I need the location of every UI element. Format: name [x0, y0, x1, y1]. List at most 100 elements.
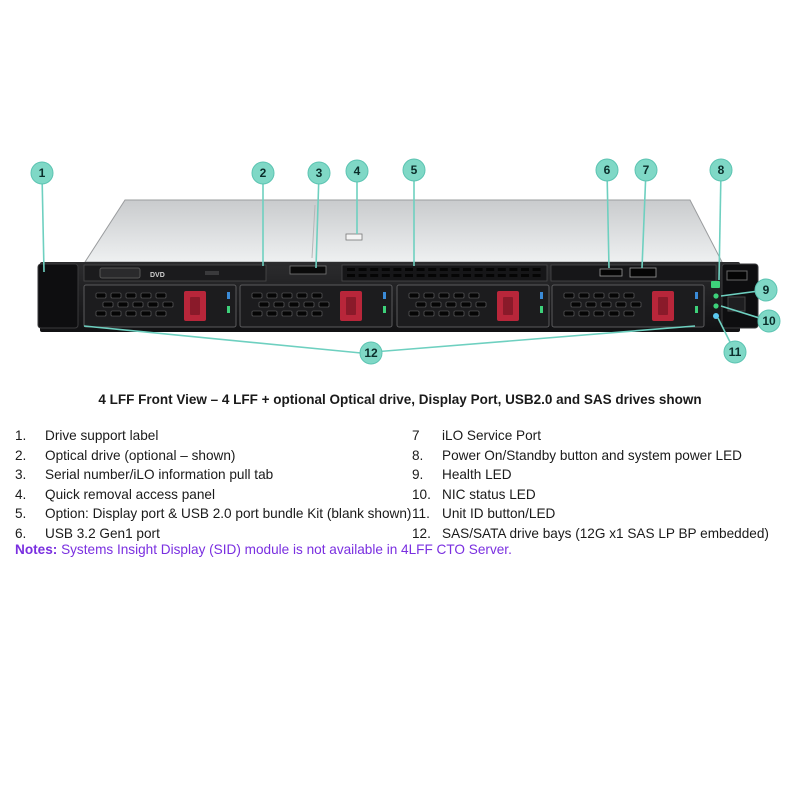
drive-status-led	[540, 306, 543, 313]
callout-3[interactable]: 3	[307, 161, 331, 185]
callout-badge-circle	[402, 158, 426, 182]
bay-vent-hole	[251, 310, 263, 317]
callout-6[interactable]: 6	[595, 158, 619, 182]
chassis-top-cover	[84, 199, 723, 263]
callout-leader-line	[641, 169, 647, 269]
ilo-service-port[interactable]	[629, 267, 657, 278]
vent-slot	[521, 274, 529, 277]
usb-port[interactable]	[599, 268, 623, 277]
bay-vent-hole	[132, 301, 144, 308]
bay-vent-hole	[578, 310, 590, 317]
callout-4[interactable]: 4	[345, 159, 369, 183]
drive-activity-led	[227, 292, 230, 299]
vent-slot	[532, 268, 541, 271]
bay-vent-hole	[438, 292, 450, 299]
legend-number: 10.	[412, 486, 431, 502]
bay-vent-hole	[140, 292, 152, 299]
drive-activity-led	[540, 292, 543, 299]
bay-vent-hole	[408, 292, 420, 299]
vent-slot	[381, 274, 390, 277]
bay-vent-hole	[251, 292, 263, 299]
legend-number: 11.	[412, 506, 430, 521]
callout-leader-line	[83, 325, 362, 354]
drive-handle-grip	[503, 297, 513, 315]
drive-handle-grip	[190, 297, 200, 315]
callout-10[interactable]: 10	[757, 309, 781, 333]
legend-number: 9.	[412, 467, 424, 482]
legend-number: 12.	[412, 525, 431, 541]
vent-slot	[416, 268, 425, 271]
drive-handle-grip	[346, 297, 356, 315]
bay-vent-hole	[570, 301, 582, 308]
front-usb-slot[interactable]	[726, 270, 748, 281]
drive-bay[interactable]	[83, 284, 237, 328]
vent-slot	[486, 274, 495, 277]
callout-badge-circle	[359, 341, 383, 365]
legend-text: Power On/Standby button and system power…	[442, 447, 742, 463]
legend-text: NIC status LED	[442, 486, 536, 502]
callout-number: 4	[354, 164, 361, 178]
callout-12[interactable]: 12	[359, 341, 383, 365]
power-button[interactable]	[711, 281, 720, 288]
callout-1[interactable]: 1	[30, 161, 54, 185]
drive-bay[interactable]	[239, 284, 393, 328]
bay-vent-hole	[460, 301, 472, 308]
legend-item: 9.Health LED	[412, 465, 797, 485]
vent-slot	[347, 274, 355, 277]
vent-slot	[521, 268, 529, 271]
legend-item: 3.Serial number/iLO information pull tab	[15, 465, 410, 485]
drive-bay[interactable]	[396, 284, 550, 328]
vent-slot	[358, 274, 367, 277]
drive-bays	[83, 284, 705, 328]
usb-ilo-port-panel	[550, 264, 717, 282]
callout-7[interactable]: 7	[634, 158, 658, 182]
callout-number: 12	[364, 346, 378, 360]
callout-2[interactable]: 2	[251, 161, 275, 185]
bay-vent-hole	[453, 292, 465, 299]
vent-slot	[463, 274, 471, 277]
callout-badge-circle	[595, 158, 619, 182]
callout-9[interactable]: 9	[754, 278, 778, 302]
callout-badge-circle	[345, 159, 369, 183]
bay-vent-hole	[140, 310, 152, 317]
callout-8[interactable]: 8	[709, 158, 733, 182]
callout-5[interactable]: 5	[402, 158, 426, 182]
left-rack-ear	[37, 263, 79, 329]
drive-handle-grip	[658, 297, 668, 315]
notes-line: Notes: Systems Insight Display (SID) mod…	[15, 542, 795, 557]
control-panel	[711, 270, 748, 319]
legend-number: 1.	[15, 428, 27, 443]
bay-vent-hole	[318, 301, 330, 308]
bay-vent-hole	[475, 301, 487, 308]
bay-vent-hole	[110, 310, 122, 317]
drive-bay[interactable]	[551, 284, 705, 328]
bay-vent-hole	[578, 292, 590, 299]
legend-item: 11.Unit ID button/LED	[412, 504, 797, 524]
callout-badge-circle	[757, 309, 781, 333]
bay-vent-hole	[423, 310, 435, 317]
bay-vent-hole	[125, 310, 137, 317]
callout-leader-line	[606, 169, 610, 269]
legend-text: USB 3.2 Gen1 port	[45, 525, 160, 541]
vent-slot	[405, 268, 413, 271]
bay-vent-hole	[281, 292, 293, 299]
legend-number: 2.	[15, 447, 27, 463]
legend-item: 5.Option: Display port & USB 2.0 port bu…	[15, 504, 412, 524]
legend-text: Serial number/iLO information pull tab	[45, 467, 274, 482]
optical-eject-button[interactable]	[205, 271, 219, 275]
uid-button[interactable]	[713, 313, 719, 319]
bay-vent-hole	[468, 310, 480, 317]
bay-vent-hole	[585, 301, 597, 308]
vent-slot	[451, 274, 460, 277]
callout-number: 8	[718, 163, 725, 177]
serial-number-pull-tab[interactable]	[289, 265, 327, 275]
legend-text: Option: Display port & USB 2.0 port bund…	[45, 506, 412, 521]
callout-11[interactable]: 11	[723, 340, 747, 364]
bay-vent-hole	[563, 292, 575, 299]
callout-number: 3	[316, 166, 323, 180]
bay-vent-hole	[266, 292, 278, 299]
callout-number: 5	[411, 163, 418, 177]
vent-slot	[347, 268, 355, 271]
